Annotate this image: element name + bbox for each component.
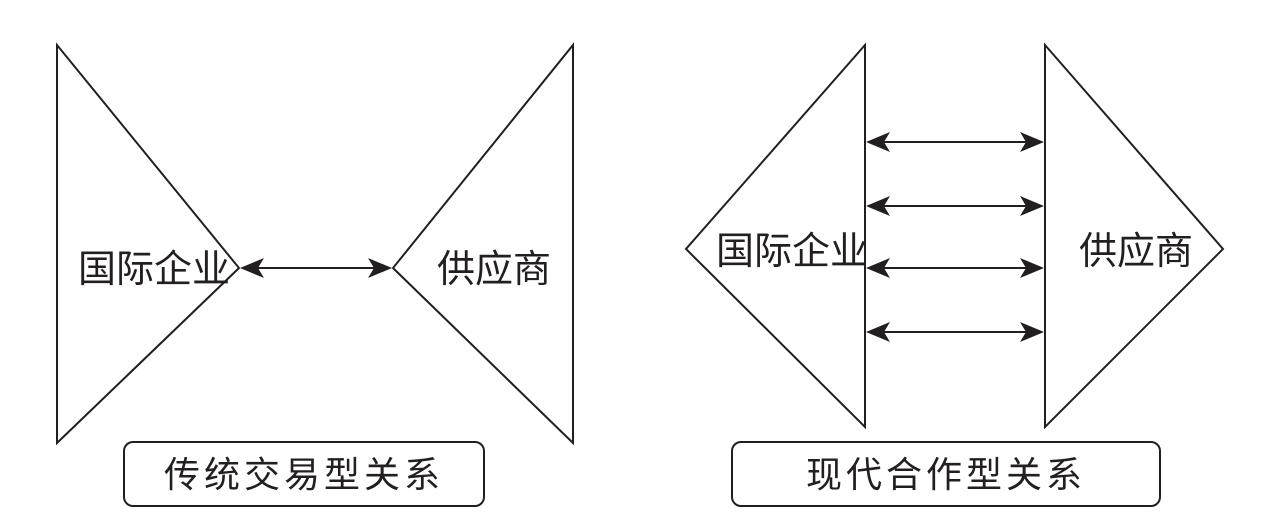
traditional-caption: 传统交易型关系 [164,455,444,496]
traditional-supplier-triangle [391,42,574,446]
modern-caption: 现代合作型关系 [806,455,1086,496]
traditional-caption-box [123,441,485,507]
modern-double-arrow-2 [866,196,1044,216]
modern-enterprise-triangle [684,42,866,430]
traditional-supplier-label: 供应商 [437,247,551,291]
traditional-double-arrow [240,258,392,278]
modern-supplier-label: 供应商 [1079,229,1193,273]
modern-relationship-diagram: 国际企业 供应商 现代合作型关系 [684,42,1225,507]
modern-arrow-4-head-right [1020,322,1044,342]
modern-arrow-1-head-right [1020,132,1044,152]
modern-arrow-3-head-left [866,258,890,278]
modern-arrow-4-head-left [866,322,890,342]
traditional-enterprise-triangle [56,42,241,446]
modern-double-arrow-1 [866,132,1044,152]
modern-double-arrow-4 [866,322,1044,342]
traditional-enterprise-label: 国际企业 [78,247,230,291]
modern-arrow-3-head-right [1020,258,1044,278]
traditional-arrow-head-right [368,258,392,278]
modern-arrow-2-head-left [866,196,890,216]
traditional-relationship-diagram: 国际企业 供应商 传统交易型关系 [56,42,574,507]
modern-supplier-triangle [1044,42,1225,430]
modern-enterprise-label: 国际企业 [716,229,868,273]
modern-caption-box [731,441,1161,507]
modern-double-arrow-3 [866,258,1044,278]
modern-arrow-2-head-right [1020,196,1044,216]
traditional-arrow-head-left [240,258,264,278]
modern-arrow-1-head-left [866,132,890,152]
